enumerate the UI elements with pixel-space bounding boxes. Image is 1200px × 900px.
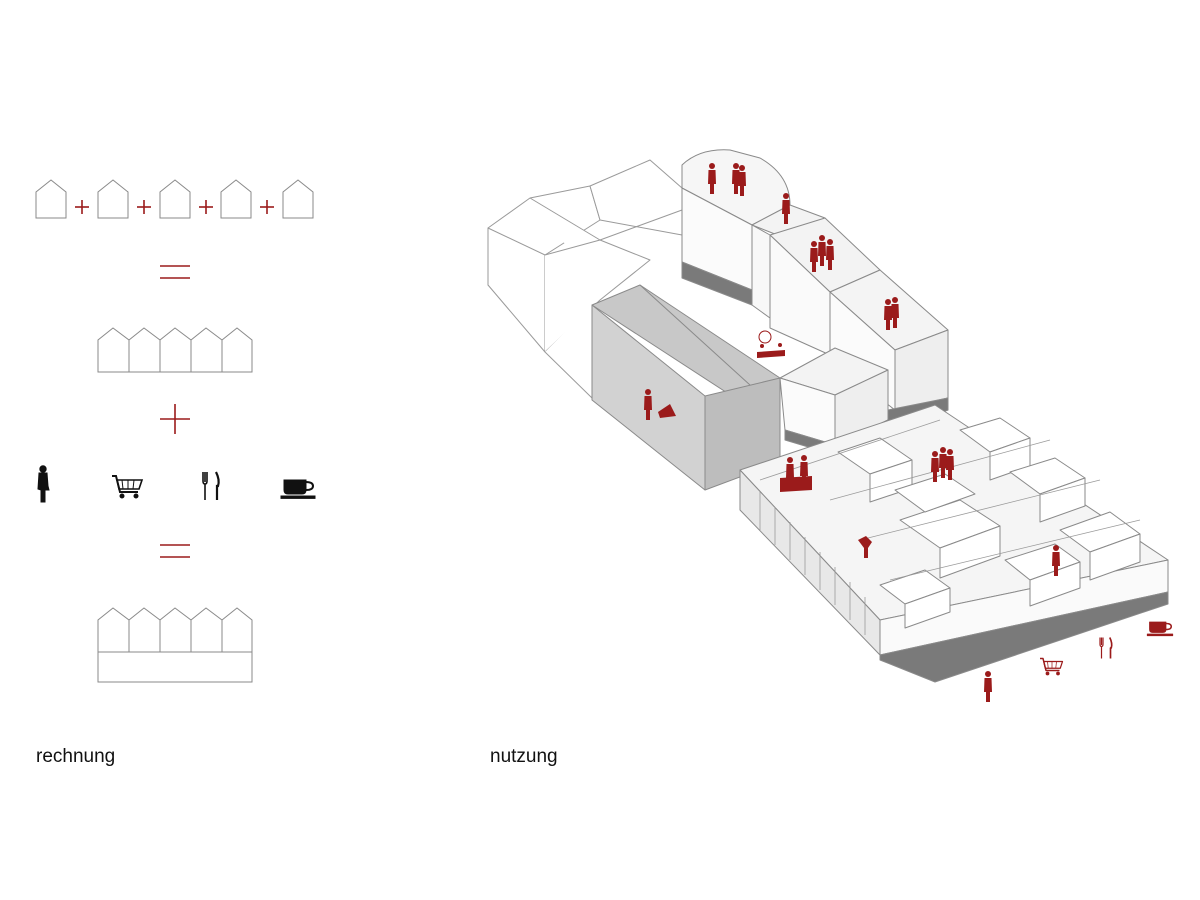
equation-row-joined-houses bbox=[97, 327, 253, 373]
equation-diagram bbox=[35, 179, 316, 683]
plus-signs bbox=[75, 200, 274, 214]
outline-buildings bbox=[487, 159, 683, 399]
person-icon bbox=[37, 465, 50, 503]
table-figure bbox=[780, 476, 812, 492]
coffee-cup-icon bbox=[1146, 621, 1174, 637]
fork-knife-icon bbox=[201, 470, 220, 502]
seated-figure bbox=[658, 404, 676, 418]
podium-block bbox=[739, 404, 1169, 683]
equals-sign-1 bbox=[160, 265, 190, 279]
axonometric-diagram bbox=[487, 149, 1174, 702]
people-figures bbox=[644, 163, 1060, 702]
caption-nutzung: nutzung bbox=[490, 746, 558, 767]
caption-rechnung: rechnung bbox=[36, 746, 116, 767]
grey-gabled-building bbox=[591, 284, 781, 491]
equals-sign-2 bbox=[160, 544, 190, 558]
equation-row-separate-houses bbox=[35, 179, 314, 219]
equation-row-houses-on-podium bbox=[97, 607, 253, 683]
shopping-cart-icon bbox=[111, 475, 143, 499]
courtyard-block bbox=[681, 149, 949, 456]
person-icon bbox=[984, 671, 992, 702]
shopping-cart-icon bbox=[1039, 657, 1064, 676]
usage-icons-row bbox=[37, 465, 316, 503]
meeting-figure bbox=[757, 330, 785, 358]
coffee-cup-icon bbox=[280, 479, 316, 500]
tree-figure bbox=[858, 536, 872, 558]
fork-knife-icon bbox=[1099, 636, 1113, 660]
plus-sign-big bbox=[160, 404, 190, 434]
